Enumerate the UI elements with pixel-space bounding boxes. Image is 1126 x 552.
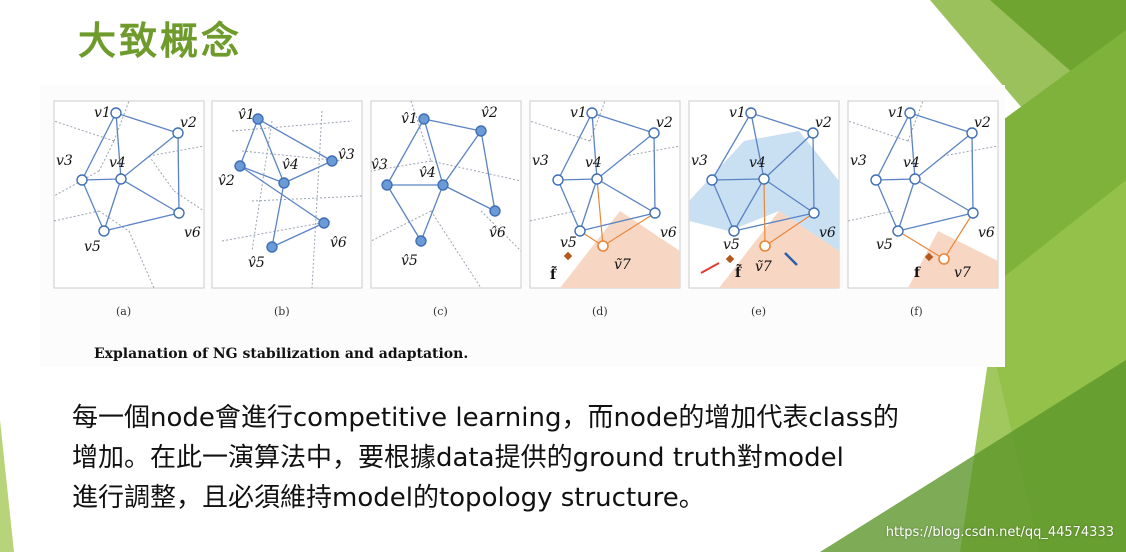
- node-label: v̂4: [282, 157, 299, 173]
- feature-label: f̃: [735, 263, 742, 281]
- figure: v1 v2 v3 v4 v5 v6 (a): [40, 85, 1005, 367]
- body-line: 進行調整，且必須維持model的topology structure。: [72, 483, 705, 513]
- node-label: v3: [56, 153, 73, 169]
- node-label: v4: [585, 155, 602, 171]
- node-label: v6: [819, 225, 836, 241]
- panel-c: v̂1 v̂2 v̂3 v̂4 v̂5 v̂6 (c): [370, 100, 522, 318]
- node-label: v̂6: [330, 235, 347, 251]
- node-label: v5: [560, 235, 577, 251]
- node-label: v̂3: [338, 147, 355, 163]
- node-label: v5: [84, 239, 101, 255]
- panel-label: (a): [116, 305, 131, 318]
- node-label: v2: [974, 115, 991, 131]
- figure-caption: Explanation of NG stabilization and adap…: [94, 346, 469, 362]
- node-label: v3: [691, 153, 708, 169]
- body-line: 增加。在此一演算法中，要根據data提供的ground truth對model: [72, 443, 844, 473]
- feature-label: f̃: [550, 265, 557, 283]
- body-line: 每一個node會進行competitive learning，而node的增加代…: [72, 403, 899, 433]
- panel-d: v1 v2 v3 v4 v5 v6 ṽ7 f̃ (d): [529, 100, 681, 318]
- panel-label: (c): [433, 305, 448, 318]
- node-label: v5: [723, 237, 740, 253]
- panel-label: (b): [274, 305, 290, 318]
- node-label: v̂5: [248, 255, 265, 271]
- node-label: v1: [570, 105, 587, 121]
- panel-label: (e): [751, 305, 766, 318]
- node-label: v1: [94, 105, 111, 121]
- node-label: v̂4: [419, 165, 436, 181]
- node-label: ṽ7: [755, 259, 772, 275]
- blue-arrow-icon: [784, 252, 798, 266]
- red-arrow-icon: [700, 262, 720, 274]
- node-label: v1: [729, 105, 746, 121]
- node-label: v1: [888, 105, 905, 121]
- node-label: v̂5: [401, 253, 418, 269]
- panel-e: v1 v2 v3 v4 v5 v6 ṽ7 f̃ (e): [688, 100, 840, 318]
- slide-title: 大致概念: [78, 19, 243, 63]
- node-label: v̂6: [489, 225, 506, 241]
- node-label: v3: [850, 153, 867, 169]
- node-label: v6: [184, 225, 201, 241]
- node-label: v6: [660, 225, 677, 241]
- body-text: 每一個node會進行competitive learning，而node的增加代…: [72, 398, 1032, 518]
- panel-a: v1 v2 v3 v4 v5 v6 (a): [53, 100, 205, 318]
- node-label: v̂1: [238, 107, 255, 123]
- node-label: v̂3: [371, 157, 388, 173]
- node-label: v2: [815, 115, 832, 131]
- node-label: v7: [954, 265, 971, 281]
- node-label: v6: [978, 225, 995, 241]
- node-label: v2: [180, 115, 197, 131]
- feature-label: f: [914, 265, 921, 281]
- node-label: v4: [903, 155, 920, 171]
- ng-figure: v1 v2 v3 v4 v5 v6 (a): [53, 100, 999, 318]
- node-label: v̂2: [481, 105, 498, 121]
- node-label: v5: [876, 237, 893, 253]
- panel-b: v̂1 v̂2 v̂3 v̂4 v̂5 v̂6 (b): [211, 100, 363, 318]
- node-label: v̂1: [401, 111, 418, 127]
- node-label: v3: [532, 153, 549, 169]
- node-label: v4: [109, 155, 126, 171]
- node-label: ṽ7: [614, 257, 631, 273]
- node-label: v̂2: [218, 173, 235, 189]
- node-label: v4: [749, 155, 766, 171]
- panel-label: (f): [910, 305, 923, 318]
- panel-f: v1 v2 v3 v4 v5 v6 v7 f (f): [847, 100, 999, 318]
- panel-label: (d): [592, 305, 608, 318]
- watermark: https://blog.csdn.net/qq_44574333: [885, 525, 1114, 540]
- node-label: v2: [656, 115, 673, 131]
